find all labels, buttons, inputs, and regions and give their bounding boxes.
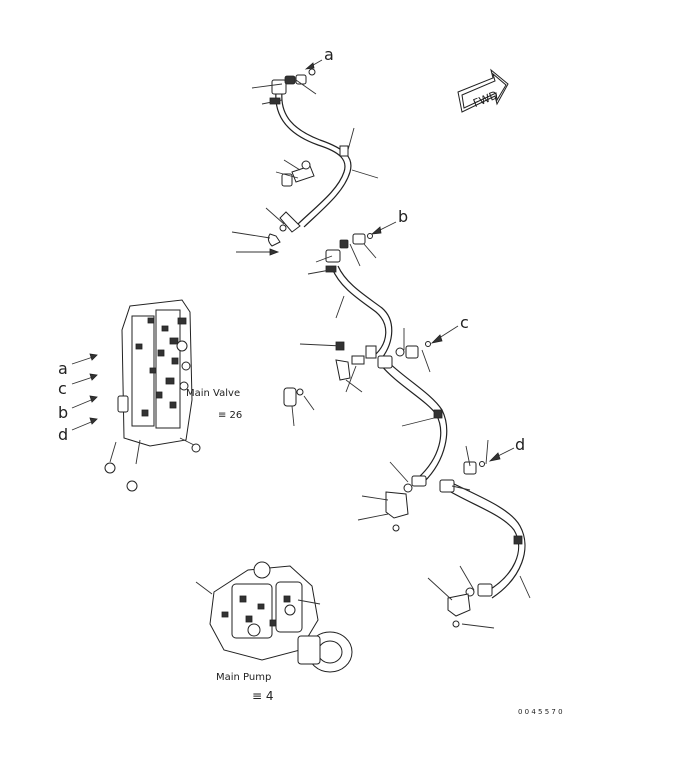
hose-d-assembly: d [427,435,531,629]
hose-a-assembly: a [231,45,379,256]
elbow-adapter [447,593,471,617]
valve-callout-b: b [58,403,68,422]
connection-label-d: d [515,435,525,454]
elbow-fitting-a [271,79,287,95]
valve-callout-d: d [58,425,68,444]
connection-label-a: a [324,45,334,64]
main-valve: a c b d Main Valve ≡ 26 [58,299,242,492]
washer [301,160,311,170]
main-pump: Main Pump ≡ 4 [195,561,353,703]
valve-callout-c: c [58,379,67,398]
main-valve-label: Main Valve [186,388,240,399]
main-pump-label: Main Pump [216,672,271,683]
main-pump-ref: ≡ 4 [252,689,274,703]
hose-b-assembly: b [299,207,408,393]
connection-label-b: b [398,207,408,226]
drawing-number: 0 0 4 5 5 7 0 [518,708,563,716]
valve-callout-a: a [58,359,68,378]
connection-label-c: c [460,313,469,332]
elbow-fitting-c [377,355,393,369]
main-valve-ref: ≡ 26 [218,410,242,421]
elbow-fitting-b [325,249,341,263]
bolt [291,165,315,183]
loose-fittings [283,387,409,532]
fwd-direction-sign: FWD [457,68,509,113]
hose-c-assembly: c [377,313,469,493]
elbow-fitting-d [439,479,455,493]
